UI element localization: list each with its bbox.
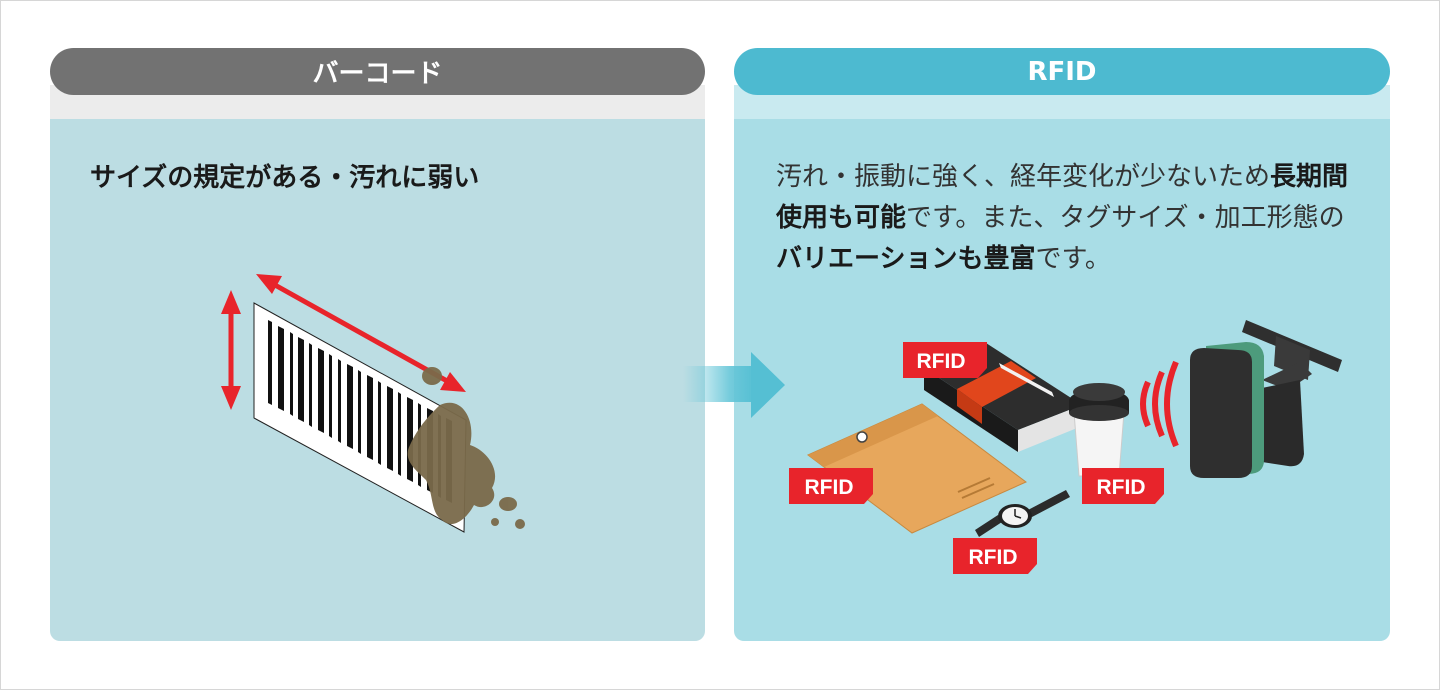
rfid-header: RFID [734, 48, 1390, 95]
rfid-text-1: 汚れ・振動に強く、経年変化が少ないため [776, 162, 1271, 192]
rfid-text-bold-2: バリエーションも豊富 [776, 244, 1036, 274]
transition-arrow-icon [683, 352, 785, 418]
rfid-description: 汚れ・振動に強く、経年変化が少ないため長期間使用も可能です。また、タグサイズ・加… [776, 157, 1356, 280]
rfid-text-3: です。 [1035, 244, 1111, 274]
barcode-panel [50, 119, 705, 641]
rfid-text-2: です。また、タグサイズ・加工形態の [906, 203, 1345, 233]
rfid-text-bold-1: 長期間使用も可能 [776, 162, 1349, 233]
barcode-header: バーコード [50, 48, 705, 95]
barcode-caption: サイズの規定がある・汚れに弱い [90, 163, 480, 193]
